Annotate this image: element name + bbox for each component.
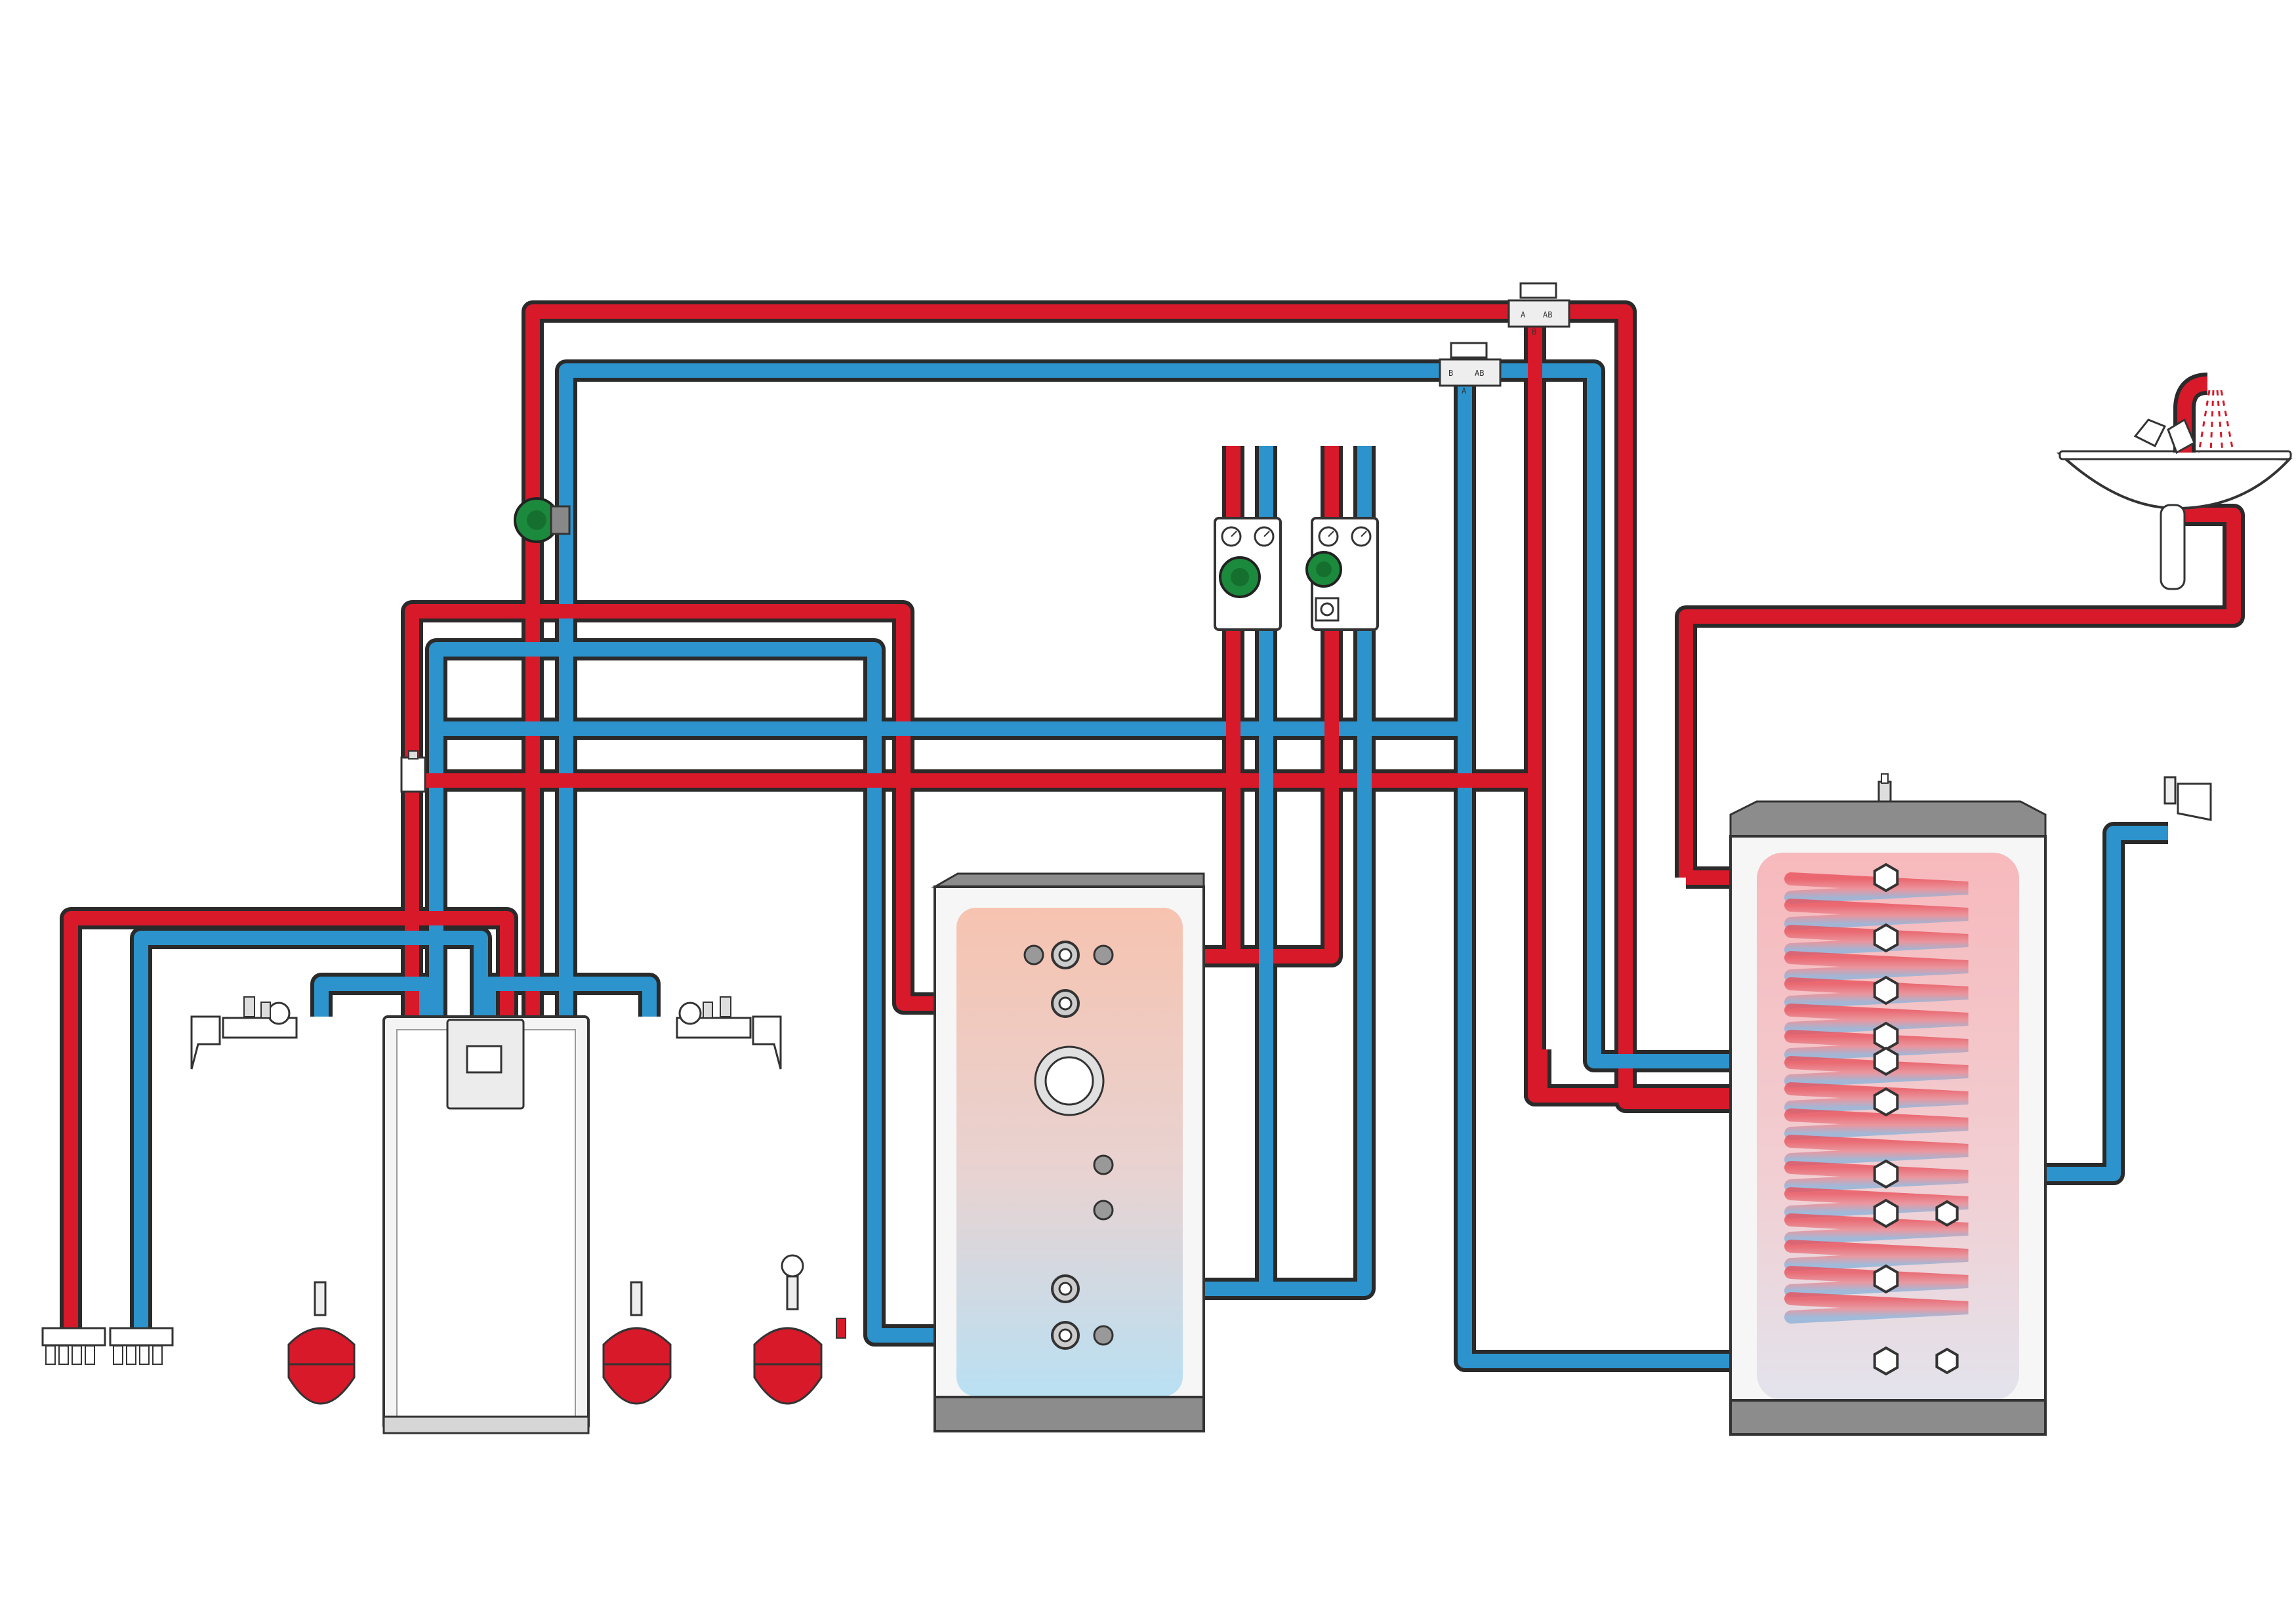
tank-port-nut <box>1935 1347 1959 1375</box>
boiler-left-stub <box>314 977 434 1017</box>
tank-port-nut <box>1873 1046 1899 1076</box>
buffer-connection-fitting <box>1051 941 1080 969</box>
coil-loop <box>1784 899 1969 930</box>
coil-loop <box>1784 1266 1969 1297</box>
safety-group-left <box>190 996 298 1070</box>
coil-loop <box>1784 1004 1969 1035</box>
mixing-actuator-icon <box>1315 597 1340 622</box>
buffer-tank <box>931 872 1205 1432</box>
svg-text:B: B <box>1532 327 1536 336</box>
expansion-vessel-right <box>753 1327 823 1405</box>
coil-loop <box>1784 1108 1969 1140</box>
tank-port-nut <box>1873 1159 1899 1189</box>
tank-port-nut <box>1935 1200 1959 1227</box>
dhw-storage-tank <box>1729 773 2047 1436</box>
coil-loop <box>1784 1030 1969 1061</box>
coil-loop <box>1784 1292 1969 1324</box>
safety-valve-icon <box>720 996 731 1017</box>
air-vent-icon <box>1877 773 1892 803</box>
coil-loop <box>1784 977 1969 1009</box>
hot-water-to-tap-pipe <box>1679 508 2241 878</box>
coil-loop <box>1784 872 1969 904</box>
water-spray-icon <box>2198 390 2234 453</box>
coil-loop <box>1784 1135 1969 1166</box>
pump-group-1 <box>1214 517 1282 631</box>
pressure-gauge-icon <box>678 1002 702 1025</box>
coil-loop <box>1784 1213 1969 1245</box>
tank-port-nut <box>1873 1087 1899 1117</box>
svg-text:A: A <box>1462 386 1467 395</box>
inspection-flange <box>1034 1045 1105 1116</box>
pressure-gauge-icon <box>267 1002 291 1025</box>
svg-text:AB: AB <box>1475 369 1484 378</box>
buffer-connection-fitting <box>1051 989 1080 1018</box>
tank-port-nut <box>1873 1021 1899 1051</box>
coil-loop <box>1784 925 1969 956</box>
pump-group-2 <box>1305 517 1379 631</box>
coil-loop <box>1784 951 1969 983</box>
tank-port-nut <box>1873 1346 1899 1376</box>
boiler-right-stub <box>482 977 657 1017</box>
safety-group-right <box>676 996 782 1070</box>
siphon-trap <box>2160 504 2186 590</box>
three-way-valve-upper: A AB B <box>1507 282 1570 336</box>
coil-loop <box>1784 1240 1969 1271</box>
boiler-display <box>466 1045 502 1074</box>
dhw-tank-ports <box>1873 862 1959 1376</box>
svg-text:B: B <box>1448 369 1453 378</box>
tank-port-nut <box>1873 1198 1899 1228</box>
coil-loop <box>1784 1082 1969 1114</box>
tank-port-nut <box>1873 1264 1899 1294</box>
svg-text:AB: AB <box>1543 310 1552 319</box>
tank-port-nut <box>1873 975 1899 1005</box>
expansion-vessel-middle <box>602 1281 672 1405</box>
heating-manifold <box>41 1327 174 1365</box>
heat-exchanger-coils <box>1784 872 1969 1324</box>
expansion-vessel-left <box>287 1281 356 1405</box>
coil-loop <box>1784 1187 1969 1219</box>
buffer-return-pipe <box>429 642 1050 1343</box>
sensor-port <box>1023 944 1044 965</box>
manifold-flow-pipe <box>64 911 514 1328</box>
pressure-gauge-icon <box>781 1254 804 1278</box>
safety-valve-icon <box>243 996 255 1017</box>
buffer-connection-fitting <box>1051 1321 1080 1350</box>
sensor-port <box>1093 1200 1114 1221</box>
coil-loop <box>1784 1161 1969 1192</box>
safety-group-buffer <box>781 1254 846 1339</box>
tank-port-nut <box>1873 923 1899 953</box>
mixing-valve-left <box>400 750 426 793</box>
drain-valve-icon <box>836 1318 846 1339</box>
boiler-unit <box>382 1015 590 1434</box>
main-return-pipe <box>559 363 1886 1068</box>
sink-with-tap <box>2056 373 2293 590</box>
pump-group-return-pipe <box>1259 446 1372 1296</box>
tank-port-nut <box>1873 862 1899 893</box>
pump-group-flow-pipe <box>1226 446 1339 963</box>
manifold-return-pipe <box>134 931 488 1328</box>
coil-loop <box>1784 1056 1969 1087</box>
tap-handle-icon <box>2133 418 2196 455</box>
buffer-connection-fitting <box>1051 1274 1080 1303</box>
sensor-port <box>1093 1325 1114 1346</box>
main-circulation-pump-icon <box>514 497 571 543</box>
three-way-valve-lower: B AB A <box>1439 342 1502 395</box>
cold-water-inlet-fitting <box>2163 776 2212 821</box>
sensor-port <box>1093 944 1114 965</box>
svg-text:A: A <box>1521 310 1526 319</box>
sensor-port <box>1093 1154 1114 1175</box>
